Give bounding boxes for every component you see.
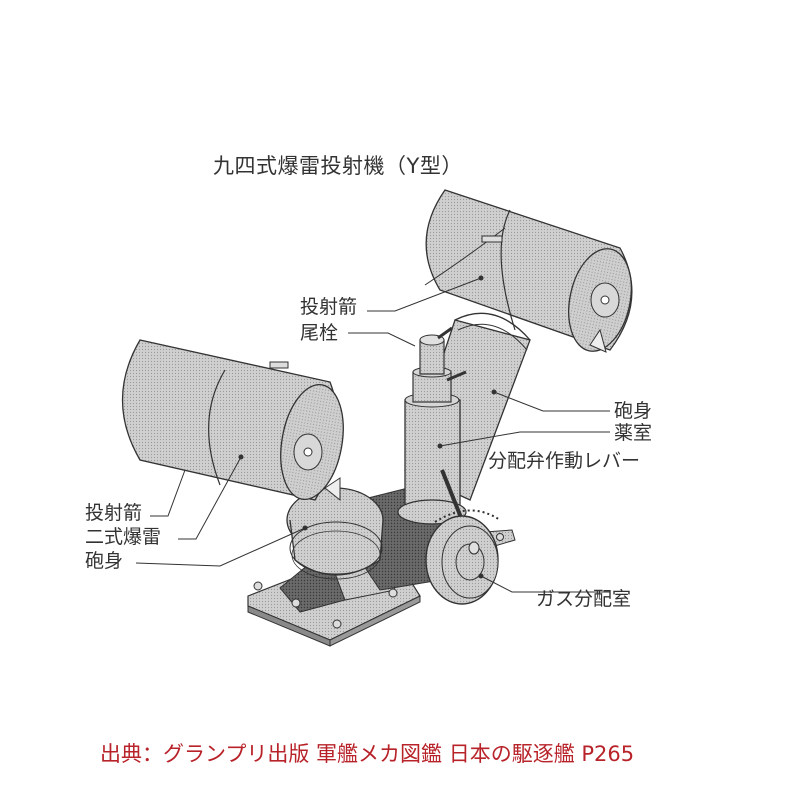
label-right-arrow: 投射箭 bbox=[300, 296, 358, 318]
right-depth-charge bbox=[424, 189, 633, 353]
gas-distribution-chamber bbox=[425, 509, 501, 605]
left-barrel bbox=[286, 487, 384, 580]
label-left-arrow: 投射箭 bbox=[85, 502, 143, 524]
label-powder-chamber: 薬室 bbox=[614, 422, 653, 444]
breech-column bbox=[397, 326, 467, 525]
label-left-barrel: 砲身 bbox=[85, 550, 124, 572]
label-depth-charge: 二式爆雷 bbox=[85, 526, 162, 548]
diagram-title: 九四式爆雷投射機（Y型） bbox=[213, 154, 463, 178]
label-gas-chamber: ガス分配室 bbox=[536, 588, 632, 610]
label-breech-plug: 尾栓 bbox=[300, 322, 339, 344]
leader-lines bbox=[135, 277, 610, 593]
label-right-barrel: 砲身 bbox=[614, 400, 653, 422]
label-valve-lever: 分配弁作動レバー bbox=[488, 450, 641, 472]
left-depth-charge bbox=[121, 339, 344, 502]
source-caption: 出典：グランプリ出版 軍艦メカ図鑑 日本の駆逐艦 P265 bbox=[100, 742, 635, 766]
